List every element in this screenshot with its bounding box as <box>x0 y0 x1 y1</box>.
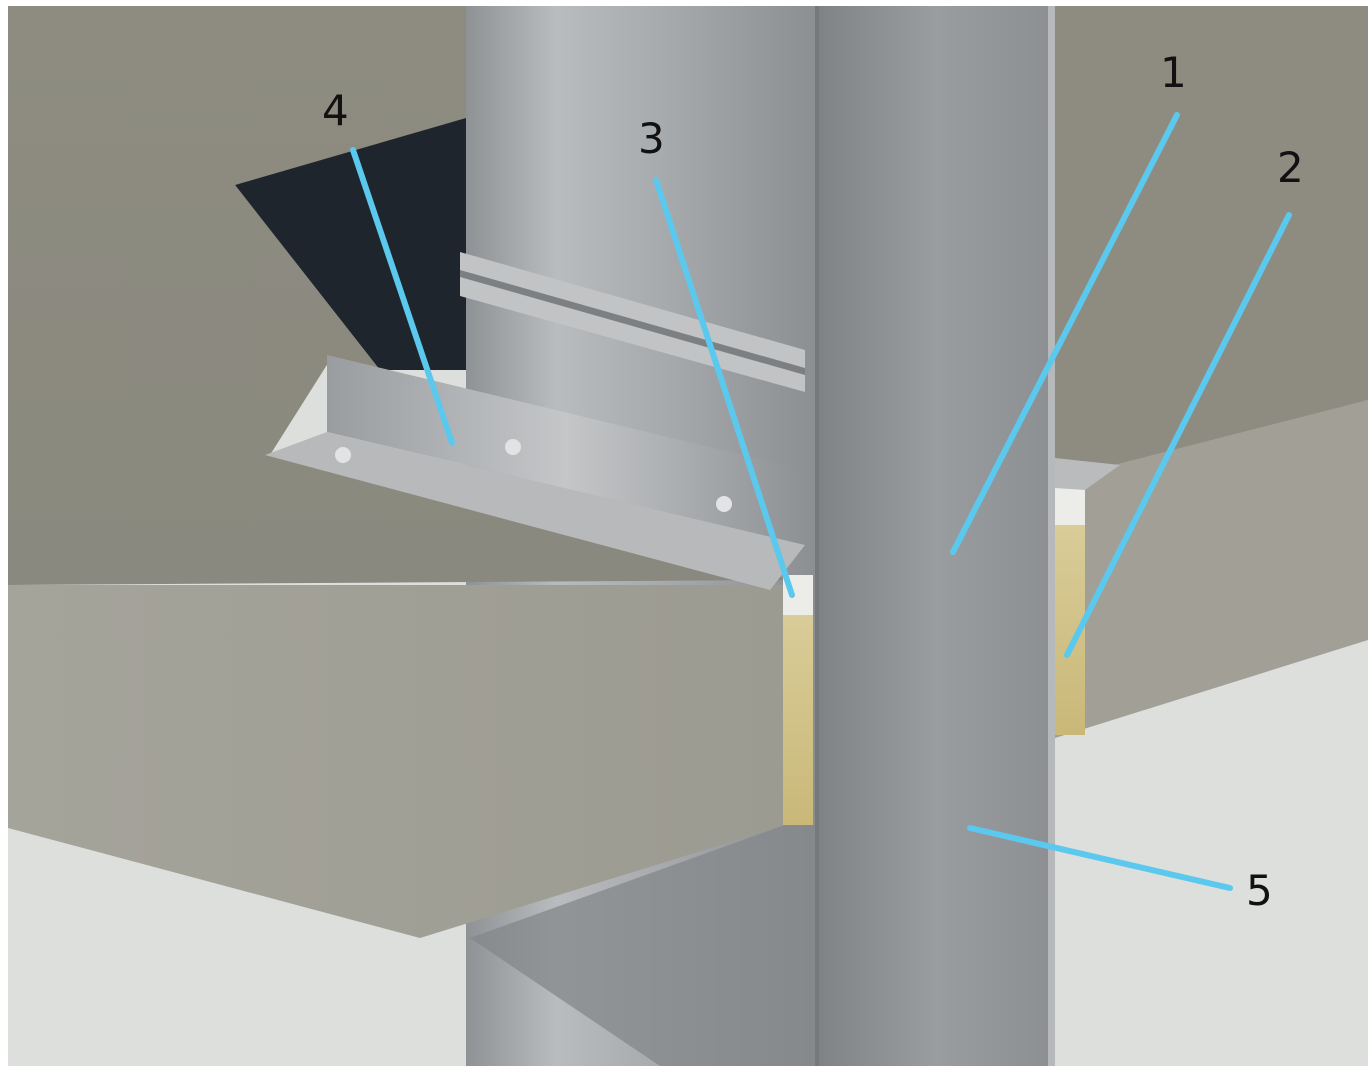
leader-line-1 <box>950 112 1180 555</box>
left-slab-edge <box>8 585 785 938</box>
leader-line-4 <box>350 147 455 446</box>
insulation-left <box>783 615 813 825</box>
callout-3: 3 <box>638 114 665 163</box>
steel-angle-vertical <box>327 355 805 545</box>
callout-1: 1 <box>1160 48 1187 97</box>
frame-top <box>0 0 1368 6</box>
steel-angle-flange <box>265 432 805 590</box>
front-duct <box>815 0 1055 1066</box>
angle-bolt <box>335 447 351 463</box>
right-angle-lip <box>1055 458 1120 490</box>
callout-2: 2 <box>1277 143 1304 192</box>
angle-bolt <box>505 439 521 455</box>
leader-line-5 <box>967 825 1233 891</box>
leader-line-2 <box>1064 212 1292 658</box>
right-slab-edge <box>1055 400 1368 738</box>
frame-left <box>0 0 8 1066</box>
left-slab-top <box>8 0 790 585</box>
leader-line-3 <box>653 177 795 598</box>
right-slab-top <box>1055 0 1368 480</box>
duct-shadow <box>470 825 815 1066</box>
insulation-right-cap <box>1053 485 1085 525</box>
callout-5: 5 <box>1246 866 1273 915</box>
front-duct-edge <box>1048 0 1055 1066</box>
front-duct-edge <box>815 0 819 1066</box>
duct-band-lip <box>460 270 805 375</box>
callout-4: 4 <box>322 86 349 135</box>
angle-bolt <box>716 496 732 512</box>
